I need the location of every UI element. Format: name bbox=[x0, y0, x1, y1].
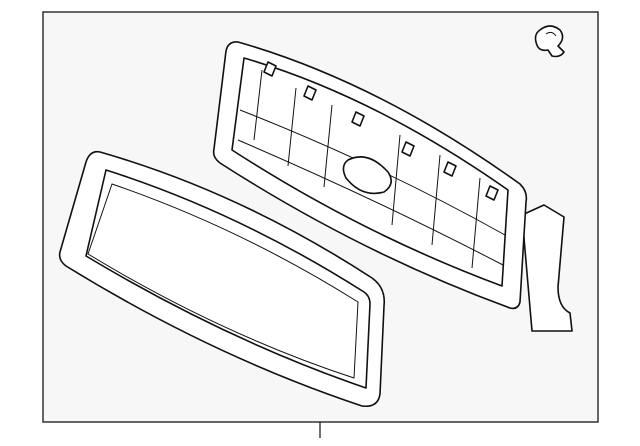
grille-surround-bezel bbox=[58, 150, 386, 408]
emblem-mount bbox=[342, 156, 392, 195]
grille-tabs bbox=[263, 61, 499, 201]
grille-assembly bbox=[212, 41, 573, 332]
grille-bars bbox=[237, 69, 506, 269]
grille-bracket bbox=[521, 204, 573, 332]
grille-inner-frame bbox=[231, 57, 509, 287]
clip-fastener bbox=[534, 25, 565, 58]
